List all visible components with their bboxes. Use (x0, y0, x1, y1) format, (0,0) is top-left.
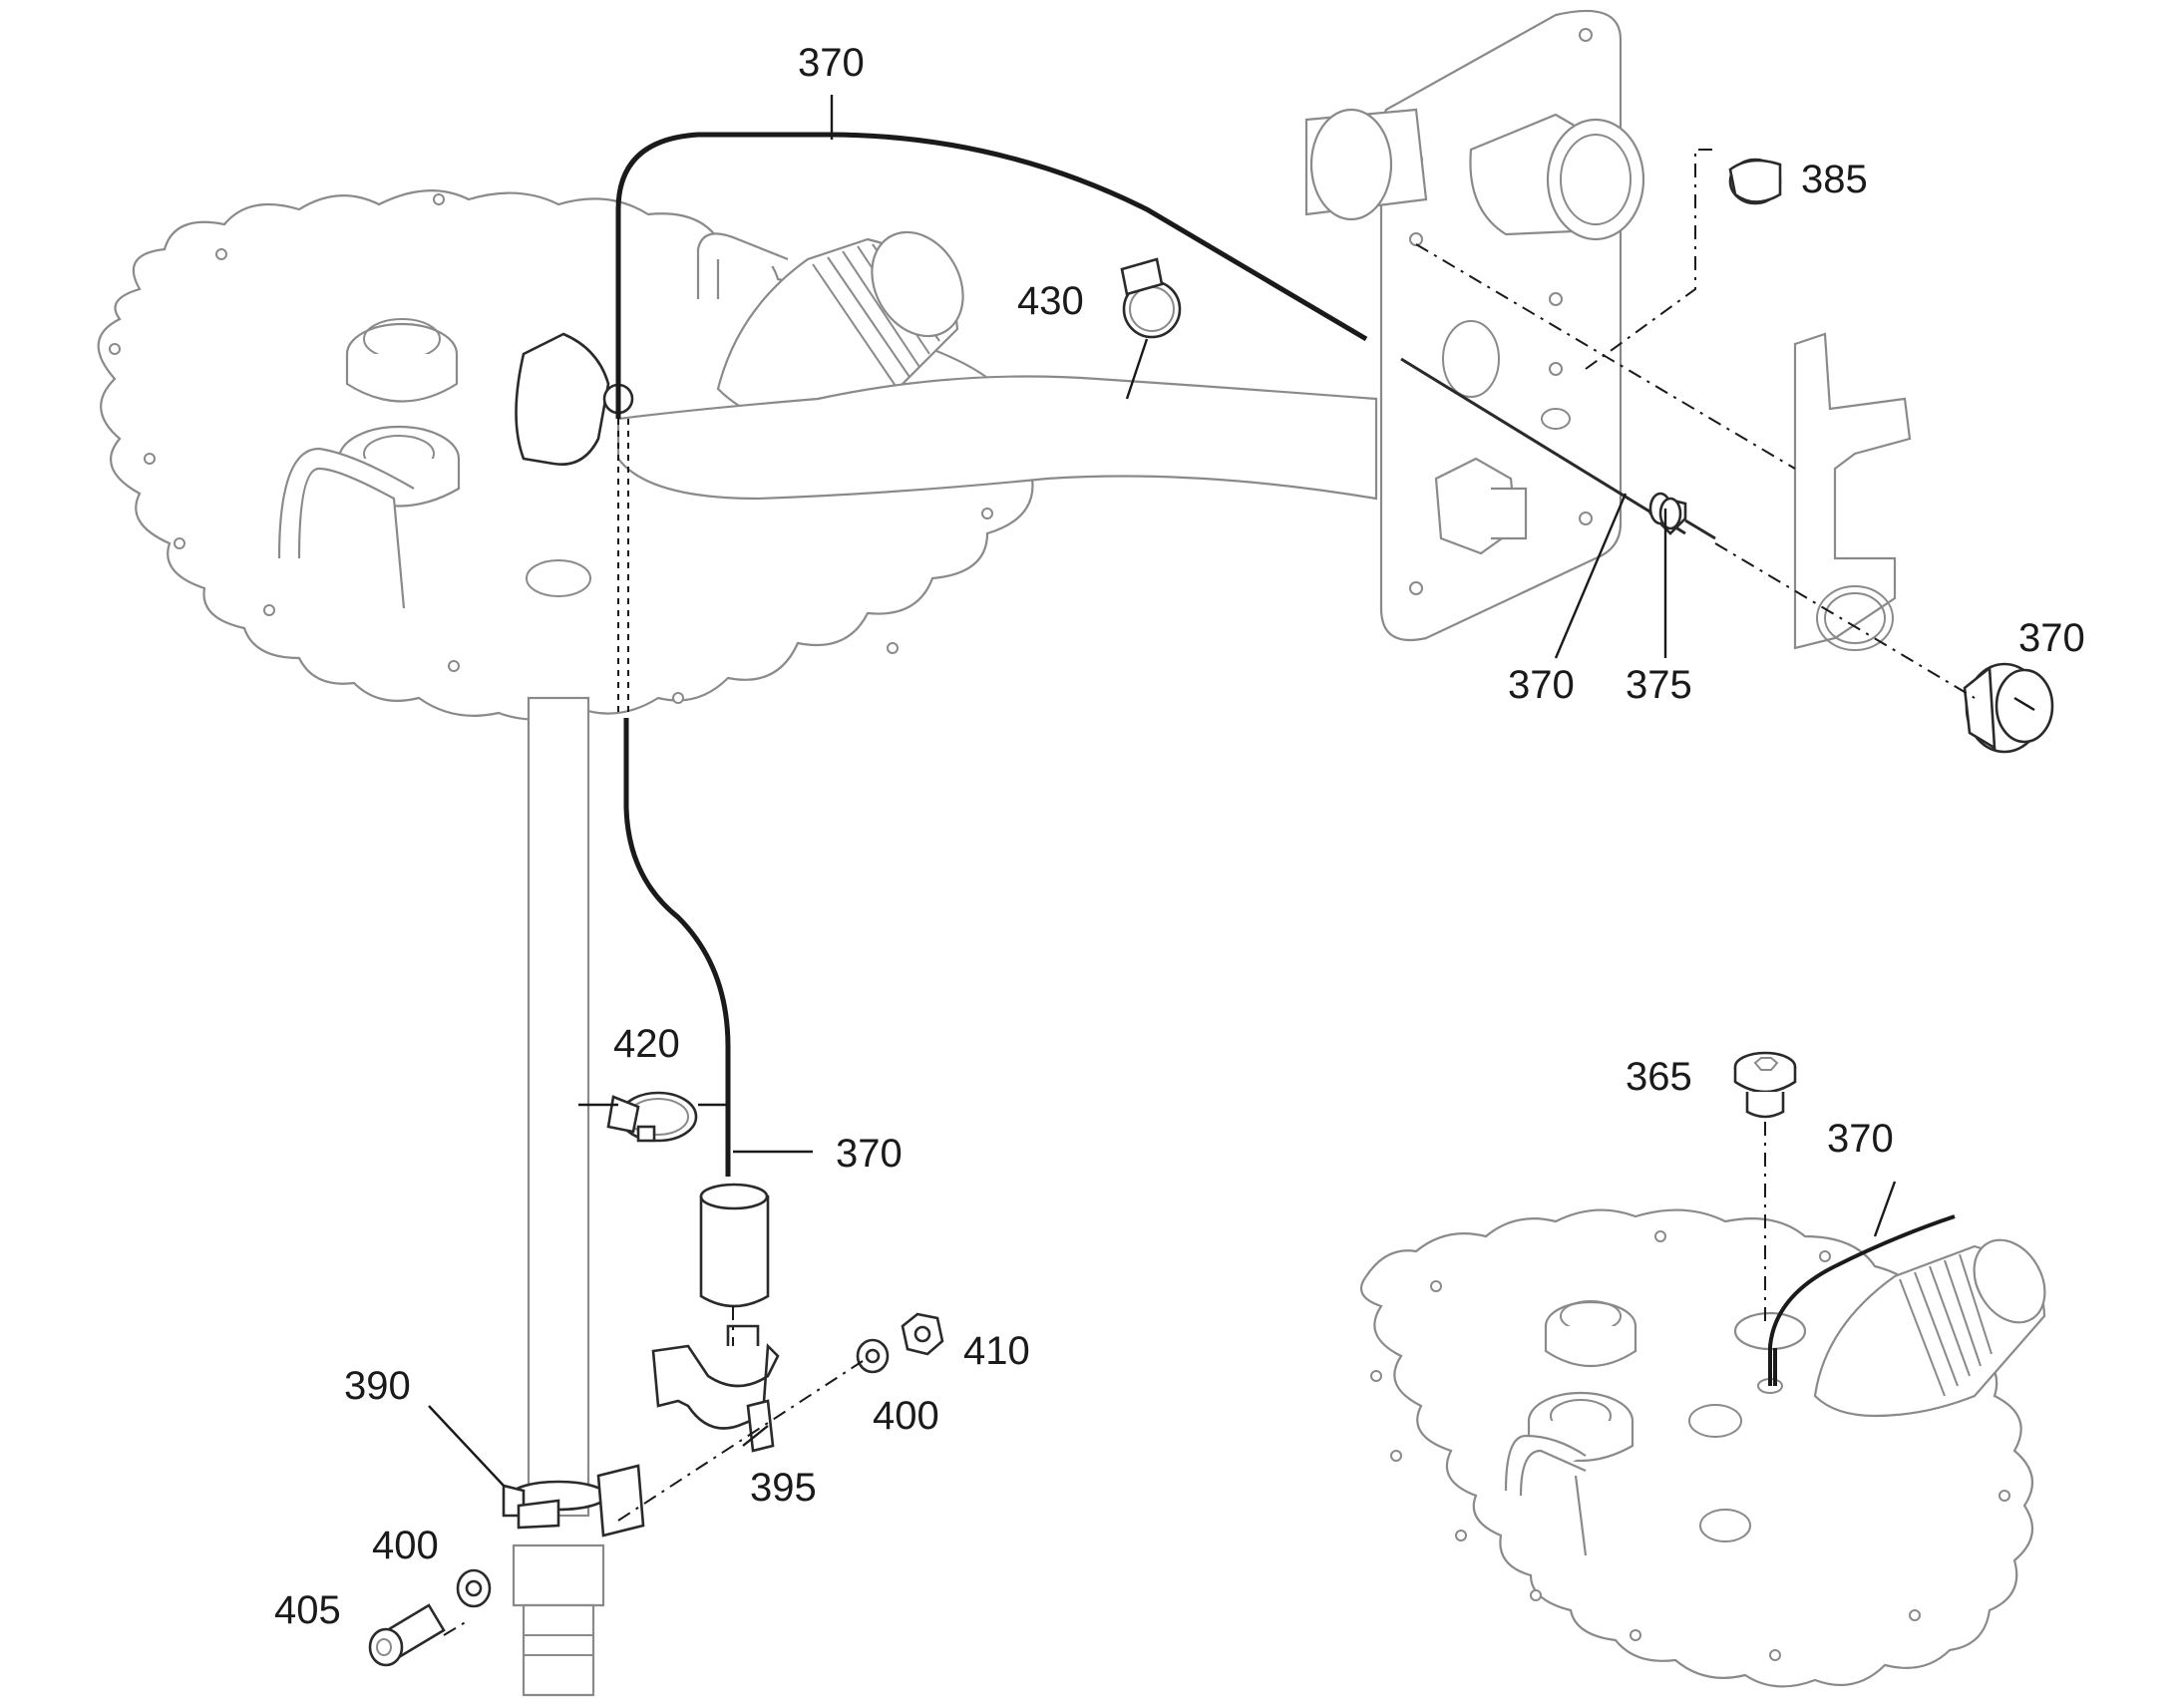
mount-hose-stub-left (1304, 108, 1428, 221)
mount-plate (1379, 9, 1623, 642)
callout-400-left: 400 (372, 1524, 439, 1567)
mount-hex-fitting (1434, 457, 1528, 555)
sensor-cable (615, 132, 1368, 1177)
washer-400-right (856, 1338, 890, 1374)
callout-430: 430 (1017, 279, 1084, 323)
leader-lines (428, 95, 1897, 1487)
elbow-connector (515, 332, 634, 467)
callout-405: 405 (274, 1588, 341, 1632)
inset-handle (1504, 1434, 1588, 1556)
callout-370-mid: 370 (1508, 663, 1575, 707)
callout-370-right: 370 (2018, 616, 2085, 660)
callout-390: 390 (344, 1364, 411, 1408)
inset-cable (1768, 1214, 1956, 1386)
callout-400-right: 400 (873, 1394, 939, 1438)
mounting-bracket (1793, 332, 1912, 651)
vertical-pipe (519, 696, 598, 1556)
curved-pipe (616, 375, 1378, 501)
callout-365: 365 (1626, 1055, 1692, 1099)
handle-left (277, 447, 415, 609)
assembly-lines (443, 149, 1976, 1636)
hose-clamp-420 (606, 1091, 698, 1143)
hose-clamp-430 (1120, 257, 1182, 339)
float-weight (699, 1183, 770, 1308)
threaded-port (345, 318, 459, 403)
callout-370-inset: 370 (1827, 1117, 1894, 1161)
callout-370-lower: 370 (836, 1132, 903, 1176)
nut-410 (901, 1312, 944, 1356)
inset-angled-fitting (1813, 1238, 2046, 1418)
handle-rear (696, 232, 789, 299)
callout-375: 375 (1626, 663, 1692, 707)
bolt-405 (368, 1603, 446, 1667)
callout-labels: 370 385 430 370 370 375 420 370 365 370 … (274, 41, 2085, 1632)
callout-410: 410 (963, 1329, 1030, 1373)
pipe-end-fitting (512, 1543, 605, 1697)
callout-370-top: 370 (798, 41, 865, 85)
callout-385: 385 (1801, 158, 1868, 201)
gauge-370 (1963, 662, 2054, 754)
callout-395: 395 (750, 1466, 817, 1510)
angled-hose-fitting (716, 230, 964, 431)
inset-threaded-port (1544, 1300, 1637, 1367)
plug-365 (1733, 1051, 1797, 1119)
plug-385 (1728, 158, 1782, 205)
callout-420: 420 (613, 1022, 680, 1066)
mount-hose-stub-right (1469, 113, 1645, 241)
clamp-390 (502, 1464, 645, 1537)
washer-400-left (456, 1568, 492, 1608)
